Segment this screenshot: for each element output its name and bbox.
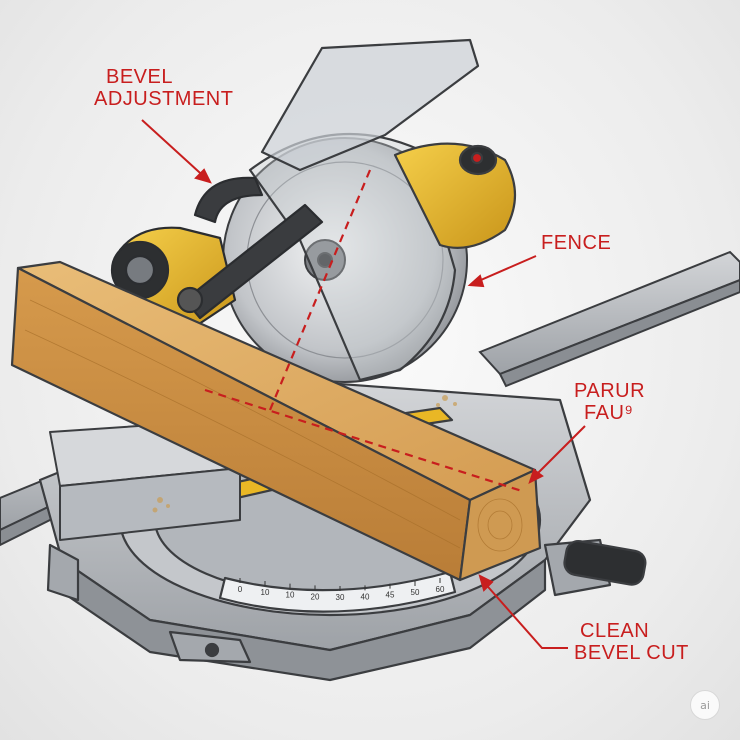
blade-guard xyxy=(248,38,480,382)
motor-housing xyxy=(393,142,516,249)
label-parur-fau-line2: FAU⁹ xyxy=(584,402,634,424)
label-clean-bevel-cut-line1: CLEAN xyxy=(580,620,650,642)
cut-lines xyxy=(204,169,526,494)
ai-watermark-icon: ai xyxy=(690,690,720,720)
label-clean-bevel-cut: CLEAN BEVEL CUT xyxy=(574,620,689,664)
label-clean-bevel-cut-line2: BEVEL CUT xyxy=(574,642,689,664)
label-fence: FENCE xyxy=(541,232,612,254)
label-bevel-adjustment-line1: BEVEL xyxy=(106,66,173,88)
leader-arrows xyxy=(141,119,586,649)
label-parur-fau-line1: PARUR xyxy=(574,380,646,402)
label-parur-fau: PARUR FAU⁹ xyxy=(574,380,645,424)
sawdust xyxy=(152,395,457,513)
label-bevel-adjustment-line2: ADJUSTMENT xyxy=(94,88,234,110)
label-bevel-adjustment: BEVEL ADJUSTMENT xyxy=(94,66,233,110)
